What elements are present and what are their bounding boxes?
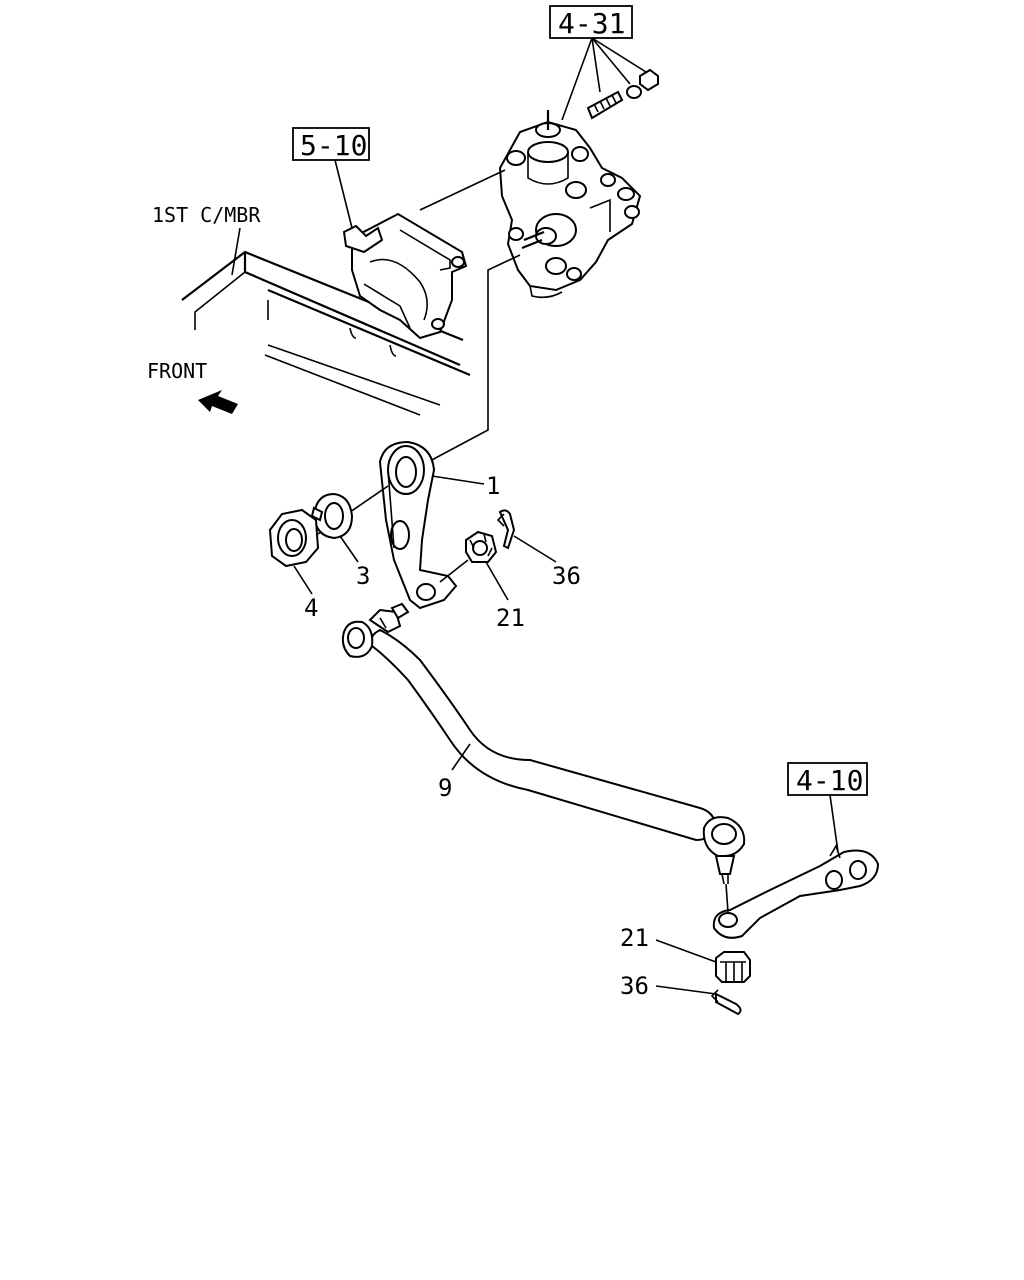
callout-1: 1 [486,472,500,500]
castle-nut-upper-leader [485,561,509,601]
cotter-pin-lower-leader [655,985,717,995]
castle-nut-upper [465,530,498,563]
front-arrow-icon [198,390,238,414]
steering-gear-box [498,110,642,299]
cotter-pin-upper-leader [513,535,557,563]
callout-4: 4 [304,594,318,622]
castle-nut-axis [439,559,469,583]
castle-nut-lower-leader [655,939,717,963]
cotter-pin-lower [710,989,742,1016]
callout-21-upper: 21 [496,604,525,632]
lock-washer [310,492,354,540]
pitman-arm-leader [431,475,485,485]
knuckle-arm [712,844,880,939]
castle-nut-lower [715,951,751,983]
drag-link-leader [451,743,471,771]
callout-9: 9 [438,774,452,802]
steering-gear-bracket [342,212,468,340]
ref-4-10-label: 4-10 [796,764,863,797]
pitman-arm [378,440,458,610]
lock-washer-leader [339,535,359,563]
bracket-leader-line [334,159,353,229]
callout-21-lower: 21 [620,924,649,952]
nut-leader [293,565,313,595]
callout-36-upper: 36 [552,562,581,590]
gear-nut [639,68,659,92]
gear-mounting-bolt [586,90,624,120]
knuckle-arm-connect-line [725,883,729,913]
frame-leader-line [231,227,241,276]
callout-3: 3 [356,562,370,590]
ref-box-4-31 [549,5,633,39]
assembly-connection-line [427,254,521,463]
ref-4-31-label: 4-31 [558,7,625,40]
cotter-pin-upper [496,509,516,550]
callout-36-lower: 36 [620,972,649,1000]
frame-to-gear-line [419,169,506,211]
frame-label: 1ST C/MBR [152,203,261,227]
drag-link [341,602,746,885]
front-label: FRONT [147,359,207,383]
gear-washer [626,85,642,99]
ref-5-10-label: 5-10 [300,129,367,162]
ref-4-10-leader [829,794,839,853]
pitman-arm-nut [268,508,320,568]
ref-box-4-10 [787,762,868,796]
ref-box-5-10 [292,127,370,161]
ref-4-31-leader-lines [561,37,647,121]
